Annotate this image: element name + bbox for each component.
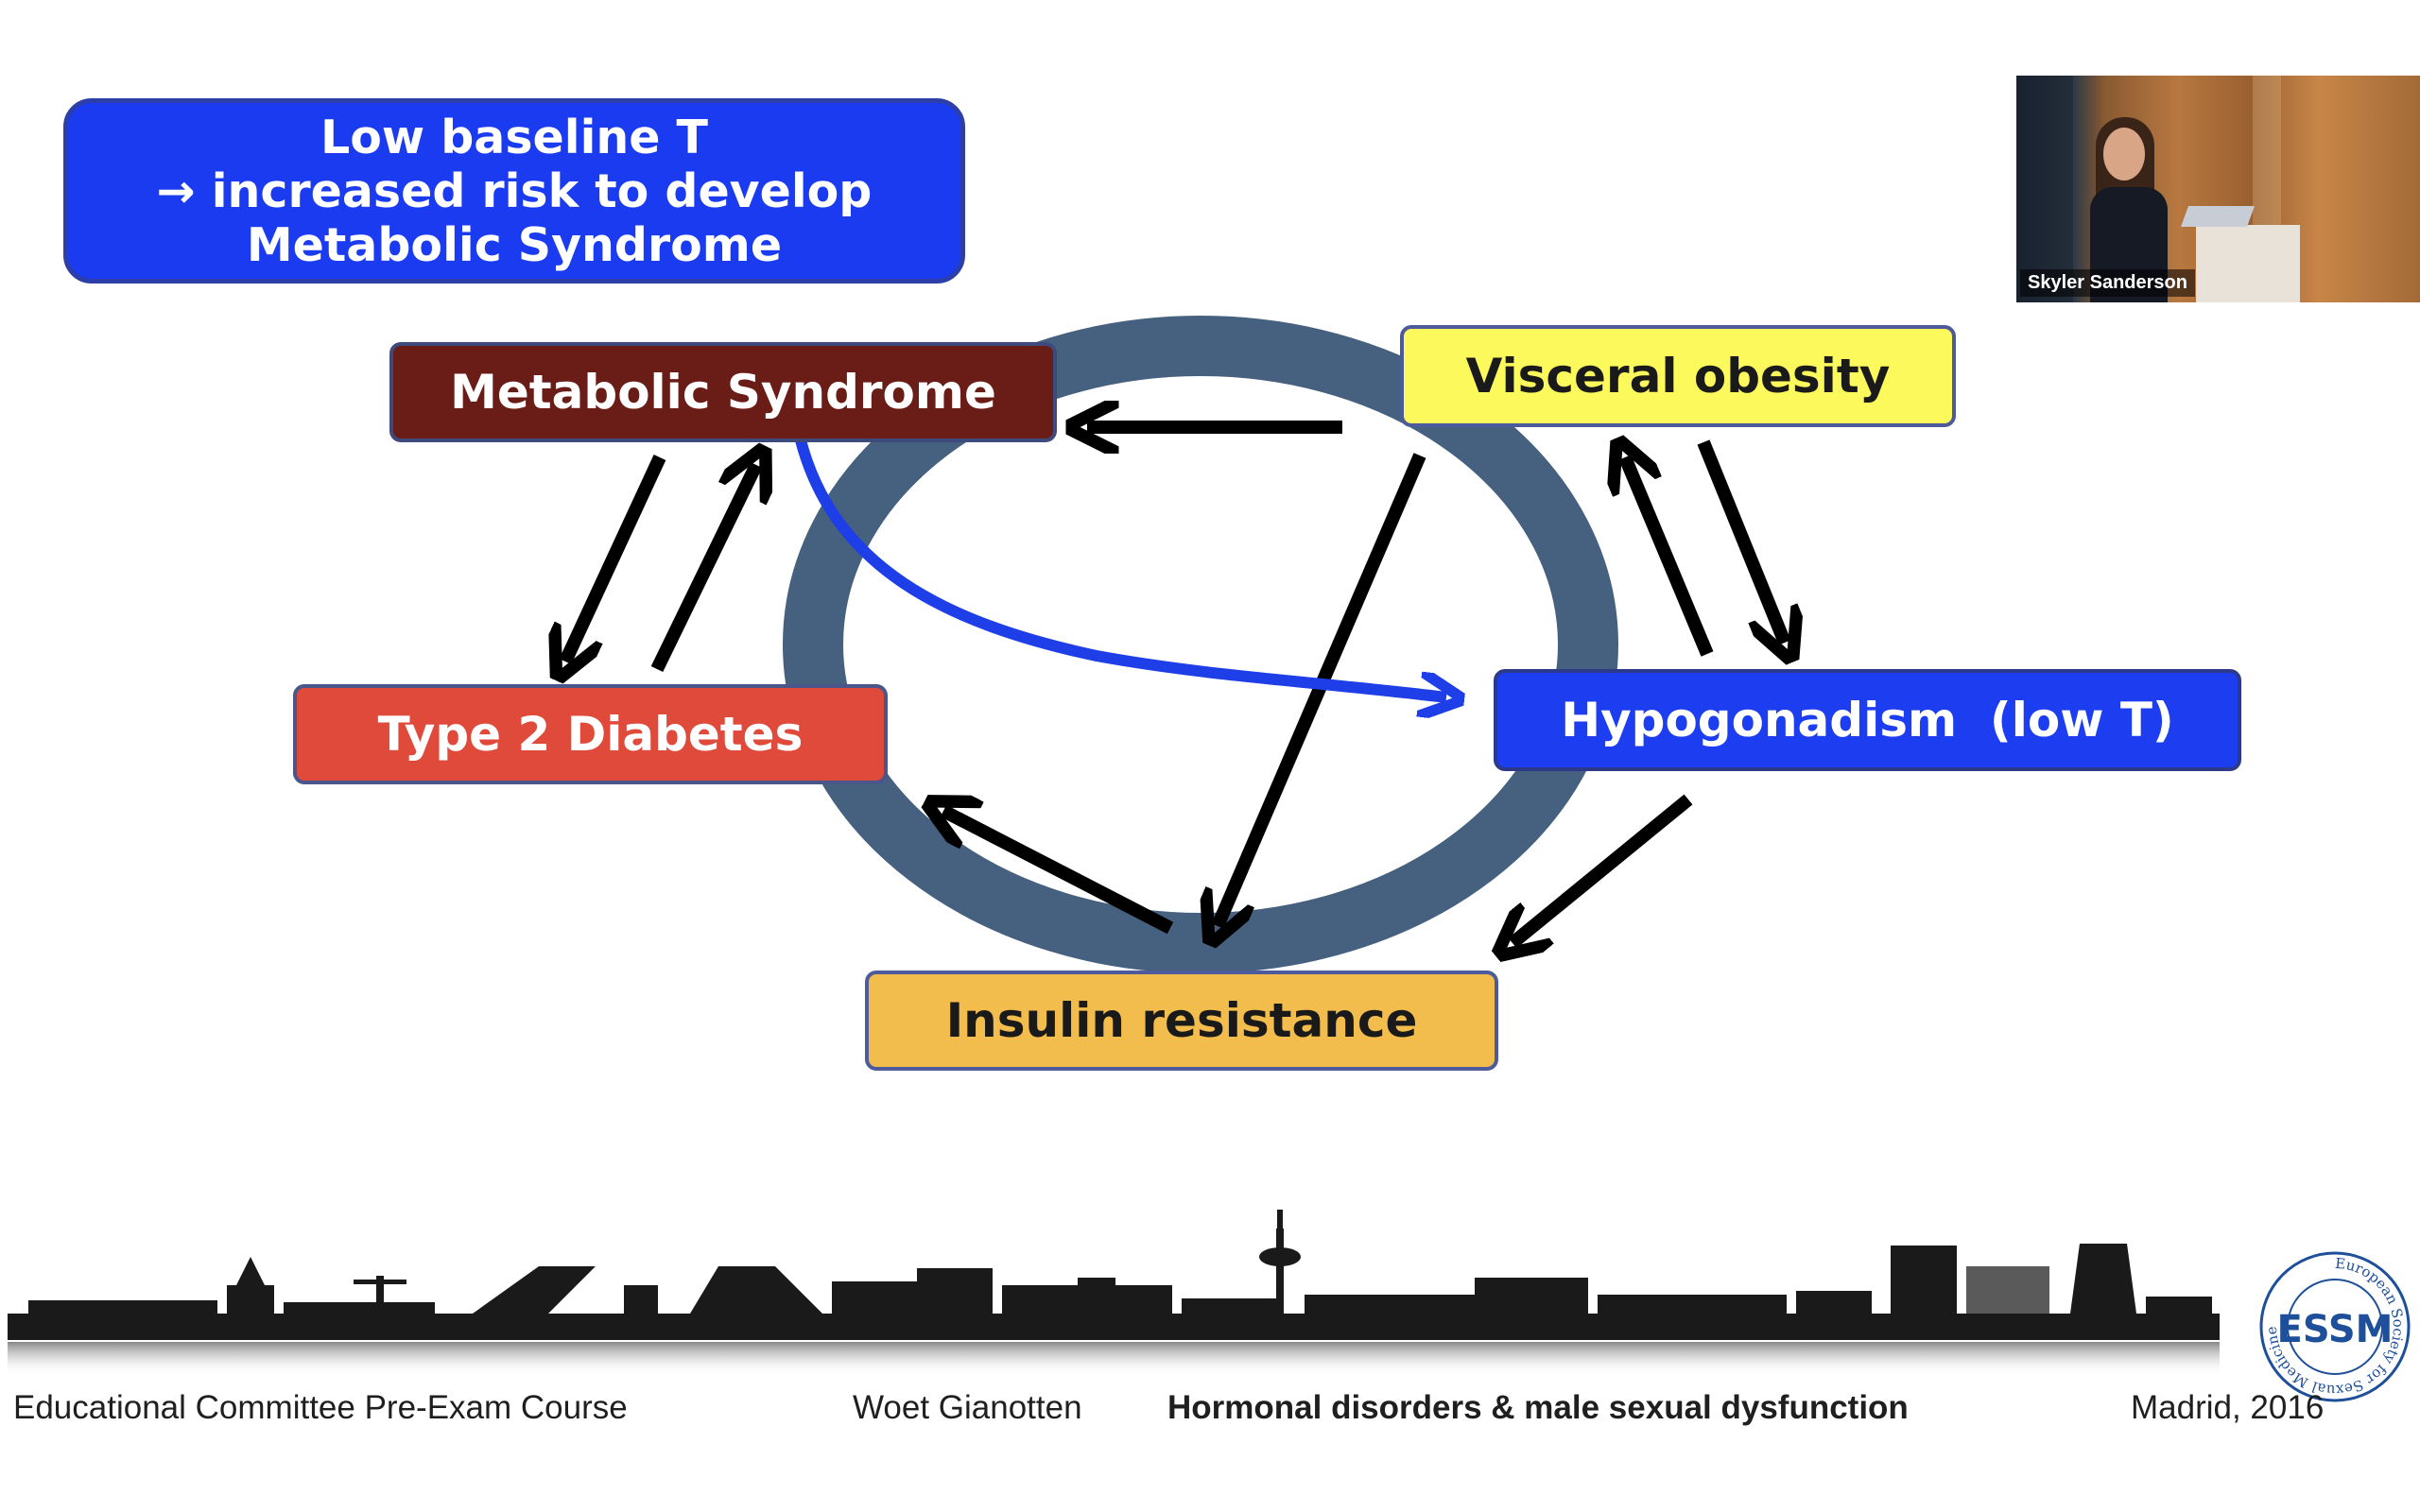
- key-message-box: Low baseline T → increased risk to devel…: [63, 98, 965, 284]
- arrow-hypogonadism-to-insulin: [1512, 794, 1693, 943]
- arrow-visceral-to-insulin: [1218, 453, 1426, 926]
- footer-course: Educational Committee Pre-Exam Course: [13, 1389, 628, 1426]
- arrow-hypogonadism-to-visceral: [1625, 457, 1714, 657]
- skyline-reflection: [8, 1342, 2220, 1376]
- arrow-diabetes-to-metabolic: [650, 465, 756, 673]
- slide-footer: Educational Committee Pre-Exam Course Wo…: [0, 1389, 2420, 1446]
- madrid-skyline: [8, 1210, 2220, 1376]
- essm-logo: European Society for Sexual Medicine ESS…: [2259, 1251, 2411, 1402]
- arrow-visceral-to-hypogonadism: [1697, 439, 1785, 643]
- arrow-metabolic-to-diabetes: [565, 455, 666, 662]
- speaker-video-tile[interactable]: Skyler Sanderson: [2016, 76, 2420, 302]
- arrow-insulin-to-diabetes: [943, 811, 1174, 935]
- speaker-name-label: Skyler Sanderson: [2020, 269, 2195, 297]
- node-visceral-obesity: Visceral obesity: [1400, 325, 1956, 427]
- logo-text: ESSM: [2277, 1308, 2394, 1351]
- arrow-metabolic-to-hypogonadism: [794, 435, 1446, 697]
- podium: [2196, 225, 2300, 302]
- key-message-line-1: Low baseline T: [320, 110, 708, 164]
- skyline-silhouette: [8, 1210, 2220, 1340]
- node-insulin-resistance: Insulin resistance: [865, 971, 1498, 1071]
- footer-author: Woet Gianotten: [853, 1389, 1082, 1426]
- speaker-face: [2103, 128, 2145, 180]
- laptop: [2180, 206, 2256, 227]
- footer-place: Madrid, 2016: [2131, 1389, 2325, 1426]
- stage-curtain: [2016, 76, 2073, 302]
- node-hypogonadism: Hypogonadism (low T): [1494, 669, 2241, 771]
- key-message-line-2: → increased risk to develop: [156, 163, 873, 218]
- footer-title: Hormonal disorders & male sexual dysfunc…: [1167, 1389, 1909, 1426]
- node-type2-diabetes: Type 2 Diabetes: [293, 684, 888, 784]
- node-metabolic-syndrome: Metabolic Syndrome: [389, 342, 1057, 442]
- key-message-line-3: Metabolic Syndrome: [246, 217, 783, 272]
